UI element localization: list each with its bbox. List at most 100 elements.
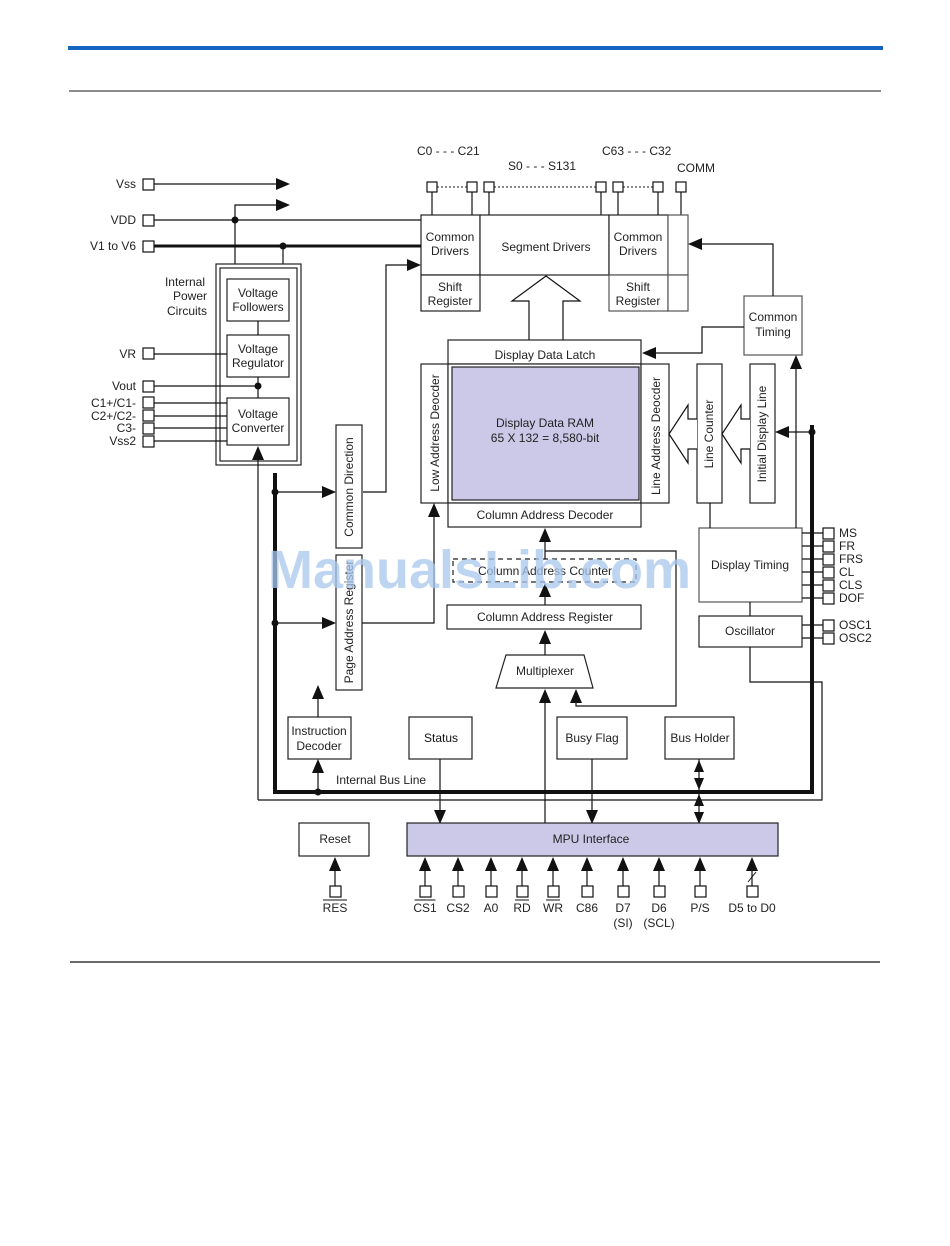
pin-vss2[interactable] [142,435,155,448]
pin-label-cs1: CS1 [413,901,437,915]
pin-label-vr: VR [119,347,136,361]
pin-label-s0-s131: S0 - - - S131 [508,159,576,173]
pin-s131[interactable] [595,181,607,193]
pin-sublabel-d7: (SI) [613,916,632,930]
pin-d6[interactable] [653,885,666,898]
pin-vdd[interactable] [142,214,155,227]
common-drivers-right-label-1: Common [614,230,663,244]
pin-d5-to-d0[interactable] [746,885,759,898]
column-address-decoder [447,502,642,528]
pin-label-osc2: OSC2 [839,631,872,645]
line-address-decoder [640,363,670,504]
low-address-decoder [420,363,449,504]
pin-label-c86: C86 [576,901,598,915]
pin-label-rd: RD [513,901,531,915]
internal-power-label-2: Power [173,289,207,303]
busy-flag [556,716,628,760]
line-address-decoder-label: Line Address Deocder [649,377,663,495]
pin-label-res: RES [323,901,348,915]
pin-p-s[interactable] [694,885,707,898]
pin-wr[interactable] [547,885,560,898]
shift-register-left [420,274,481,312]
pin-cs2[interactable] [452,885,465,898]
pin-s0[interactable] [483,181,495,193]
mpu-interface [406,822,779,857]
pin-label-v1-v6: V1 to V6 [90,239,136,253]
voltage-converter-label-2: Converter [232,421,285,435]
instruction-decoder-label-2: Decoder [296,739,341,753]
voltage-regulator [226,334,290,378]
column-address-counter-label: Column Address Counter [478,564,612,578]
pin-label-vss2: Vss2 [109,434,136,448]
pin-rd[interactable] [516,885,529,898]
pin-label-vout: Vout [112,379,137,393]
pin-ms[interactable] [822,527,835,540]
oscillator [698,615,803,648]
reset-label: Reset [319,832,351,846]
pin-c32[interactable] [652,181,664,193]
pin-d7[interactable] [617,885,630,898]
mpu-interface-label: MPU Interface [553,832,630,846]
pin-vr[interactable] [142,347,155,360]
pin-label-c3: C3- [117,421,136,435]
pin-c63[interactable] [612,181,624,193]
watermark: ManualsLib.com [268,540,691,600]
pin-comm[interactable] [675,181,687,193]
pin-label-c2: C2+/C2- [91,409,136,423]
voltage-regulator-label-2: Regulator [232,356,284,370]
latch-to-segment-arrow [510,275,582,340]
pin-frs[interactable] [822,553,835,566]
pin-a0[interactable] [485,885,498,898]
common-drivers-right-label-2: Drivers [619,244,657,258]
pin-label-vdd: VDD [111,213,137,227]
pin-c1[interactable] [142,396,155,409]
pin-cl[interactable] [822,566,835,579]
low-address-decoder-label: Low Address Deocder [428,374,442,491]
display-ram-size: 65 X 132 = 8,580-bit [491,431,600,445]
segment-drivers [479,214,610,276]
voltage-converter-label-1: Voltage [238,407,278,421]
comm-shift-cell [667,274,689,312]
pin-label-dof: DOF [839,591,864,605]
pin-c86[interactable] [581,885,594,898]
line-counter-to-decoder-arrow [668,402,697,466]
pin-c0[interactable] [426,181,438,193]
pin-dof[interactable] [822,592,835,605]
pin-label-cls: CLS [839,578,862,592]
pin-c21[interactable] [466,181,478,193]
bus-holder [664,716,735,760]
pin-label-a0: A0 [484,901,499,915]
bus-holder-label: Bus Holder [670,731,729,745]
pin-c3[interactable] [142,422,155,435]
pin-label-p-s: P/S [690,901,709,915]
driver-block: Common Drivers Segment Drivers Common Dr… [420,214,689,312]
pin-label-c1: C1+/C1- [91,396,136,410]
pin-label-cs2: CS2 [446,901,470,915]
shift-register-right-label-2: Register [616,294,661,308]
initial-display-line [749,363,776,504]
top-pins [426,181,687,215]
common-drivers-left [420,214,481,276]
busy-flag-label: Busy Flag [565,731,618,745]
pin-cs1[interactable] [419,885,432,898]
pin-res[interactable] [329,885,342,898]
pin-label-d5-to-d0: D5 to D0 [728,901,776,915]
pin-c2[interactable] [142,409,155,422]
display-timing-label: Display Timing [711,558,789,572]
column-address-decoder-label: Column Address Decoder [477,508,614,522]
segment-drivers-label: Segment Drivers [501,240,590,254]
pin-v1-v6[interactable] [142,240,155,253]
pin-label-d6: D6 [651,901,667,915]
display-data-latch-label: Display Data Latch [495,348,596,362]
pin-label-ms: MS [839,526,857,540]
pin-osc1[interactable] [822,619,835,632]
voltage-followers [226,278,290,322]
pin-vss[interactable] [142,178,155,191]
pin-osc2[interactable] [822,632,835,645]
pin-label-frs: FRS [839,552,863,566]
pin-fr[interactable] [822,540,835,553]
pin-cls[interactable] [822,579,835,592]
pin-vout[interactable] [142,380,155,393]
common-timing-label-1: Common [749,310,798,324]
